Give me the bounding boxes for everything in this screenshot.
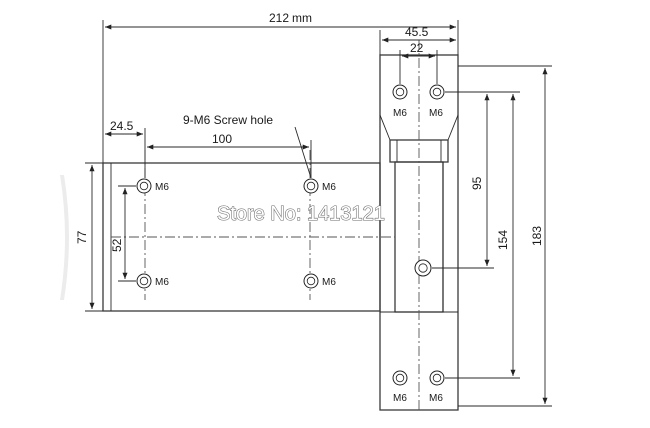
dimension-95: 95 <box>432 91 494 269</box>
dimension-183-label: 183 <box>530 226 544 246</box>
dimension-total-width: 212 <box>269 11 289 25</box>
hole-label: M6 <box>322 182 336 193</box>
screw-holes <box>136 84 445 386</box>
hole-label: M6 <box>155 277 169 288</box>
center-lines <box>111 40 420 412</box>
dimension-unit: mm <box>292 11 312 25</box>
hole-label: M6 <box>393 393 407 404</box>
hole-label: M6 <box>429 393 443 404</box>
hole-top-left <box>392 84 408 100</box>
dimension-45-5: 45.5 <box>379 25 456 55</box>
hole-labels: M6 M6 M6 M6 M6 M6 M6 M6 <box>155 108 443 404</box>
dimension-100: 100 9-M6 Screw hole <box>147 113 312 179</box>
dimension-154: 154 <box>445 91 520 379</box>
dimension-212: 212 mm <box>102 11 459 163</box>
dimension-183: 183 <box>458 65 552 407</box>
dimension-95-label: 95 <box>470 176 484 190</box>
hole-middle <box>414 259 432 277</box>
dimension-52: 52 <box>110 185 136 282</box>
hole-label: M6 <box>429 108 443 119</box>
dimension-hole-pitch: 100 <box>212 132 232 146</box>
hole-plate-2 <box>303 178 319 194</box>
hole-plate-3 <box>136 273 152 289</box>
dimension-24-5: 24.5 <box>105 119 146 178</box>
dimension-plate-height: 77 <box>75 230 89 244</box>
hole-label: M6 <box>322 277 336 288</box>
hole-plate-4 <box>303 273 319 289</box>
hole-label: M6 <box>155 182 169 193</box>
hole-label: M6 <box>393 108 407 119</box>
dimension-154-label: 154 <box>496 230 510 250</box>
dimension-plate-width: 45.5 <box>405 25 429 39</box>
hole-top-right <box>429 84 445 100</box>
dimension-hole-spacing-top: 22 <box>410 41 424 55</box>
dimension-vertical-hole-pitch: 52 <box>110 238 124 252</box>
screw-hole-callout: 9-M6 Screw hole <box>183 113 273 127</box>
dimension-22: 22 <box>399 41 438 84</box>
dimension-edge-offset: 24.5 <box>110 119 134 133</box>
hole-plate-1 <box>136 178 152 194</box>
hole-bottom-right <box>429 370 445 386</box>
dimension-77: 77 <box>75 162 103 312</box>
hole-bottom-left <box>392 370 408 386</box>
store-watermark: Store No: 1413121 <box>217 203 385 225</box>
